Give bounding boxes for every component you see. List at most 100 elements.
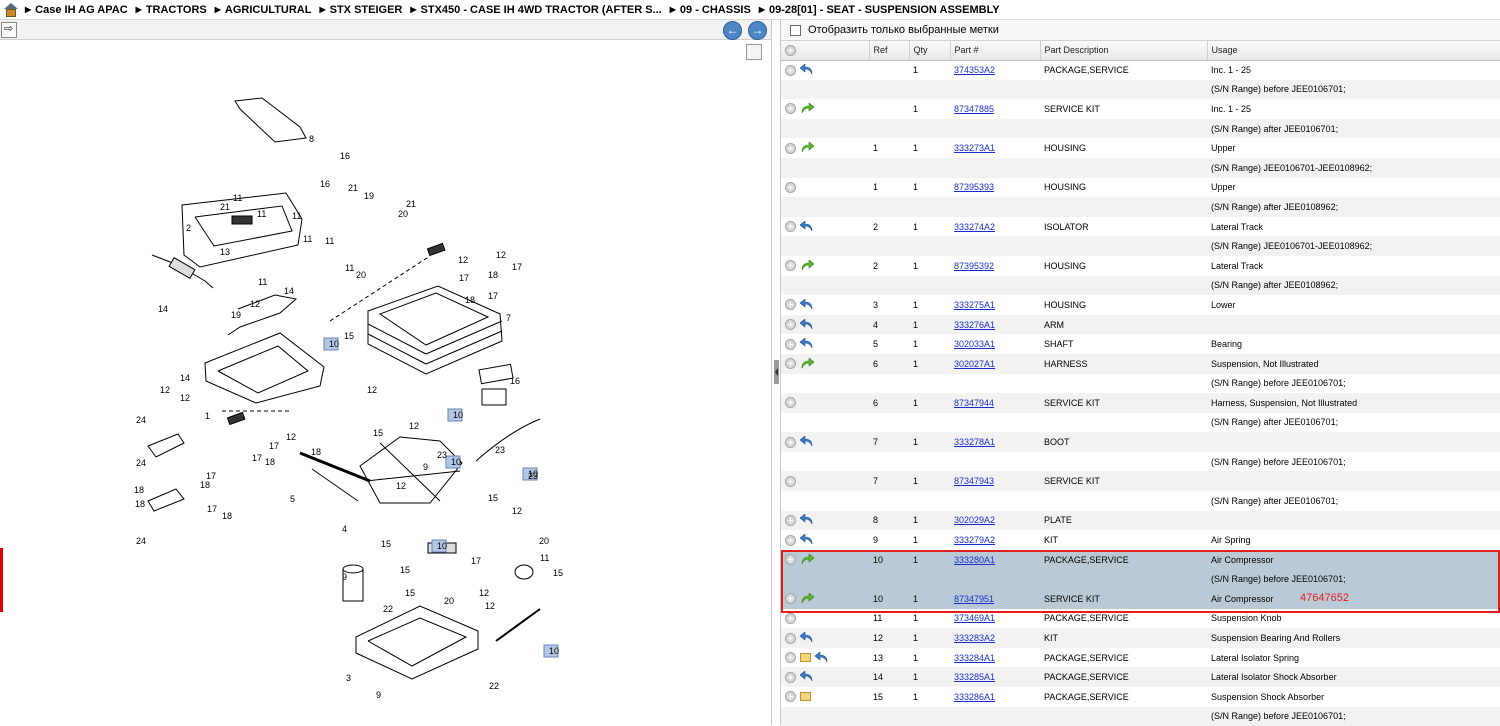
part-number-link[interactable]: 302027A1 bbox=[954, 358, 996, 369]
part-number-link[interactable]: 333286A1 bbox=[954, 691, 996, 702]
callout-label[interactable]: 21 bbox=[406, 199, 416, 209]
callout-label[interactable]: 22 bbox=[489, 681, 499, 691]
back-arrow-icon[interactable] bbox=[800, 436, 814, 448]
add-to-cart-icon[interactable] bbox=[785, 397, 796, 409]
add-to-cart-icon[interactable] bbox=[785, 671, 796, 683]
callout-label[interactable]: 17 bbox=[252, 453, 262, 463]
table-row[interactable]: (S/N Range) after JEE0108962; bbox=[781, 197, 1500, 217]
add-to-cart-icon[interactable] bbox=[785, 436, 796, 448]
callout-label[interactable]: 12 bbox=[496, 250, 506, 260]
callout-label[interactable]: 12 bbox=[396, 481, 406, 491]
callout-highlight-box[interactable] bbox=[522, 467, 538, 481]
back-arrow-icon[interactable] bbox=[800, 632, 814, 644]
add-to-cart-icon[interactable] bbox=[785, 103, 796, 115]
collapse-handle[interactable] bbox=[774, 360, 779, 384]
back-arrow-icon[interactable] bbox=[800, 220, 814, 233]
callout-label[interactable]: 18 bbox=[222, 511, 232, 521]
column-part[interactable]: Part # bbox=[950, 41, 1041, 61]
row-actions-cell[interactable] bbox=[781, 471, 869, 492]
table-row[interactable]: (S/N Range) JEE0106701-JEE0108962; bbox=[781, 236, 1500, 256]
callout-label[interactable]: 8 bbox=[309, 134, 314, 144]
back-arrow-icon[interactable] bbox=[800, 298, 814, 311]
callout-label[interactable]: 12 bbox=[286, 432, 296, 442]
add-to-cart-icon[interactable] bbox=[785, 514, 796, 526]
add-to-cart-icon[interactable] bbox=[785, 181, 796, 193]
callout-label[interactable]: 19 bbox=[231, 310, 241, 320]
row-actions-cell[interactable] bbox=[781, 667, 869, 687]
add-to-cart-icon[interactable] bbox=[785, 691, 796, 703]
callout-label[interactable]: 12 bbox=[479, 588, 489, 598]
forward-arrow-icon[interactable] bbox=[800, 259, 814, 272]
part-number-link[interactable]: 333279A2 bbox=[954, 535, 996, 546]
callout-label[interactable]: 1 bbox=[205, 411, 210, 421]
callout-label[interactable]: 11 bbox=[257, 209, 266, 219]
callout-label[interactable]: 16 bbox=[510, 376, 520, 386]
row-actions-cell[interactable] bbox=[781, 647, 869, 668]
add-to-cart-icon[interactable] bbox=[785, 632, 796, 644]
row-actions-cell[interactable] bbox=[781, 706, 869, 726]
breadcrumb-label[interactable]: Case IH AG APAC bbox=[35, 3, 128, 16]
callout-label[interactable]: 18 bbox=[488, 270, 498, 280]
table-row[interactable]: (S/N Range) after JEE0108962; bbox=[781, 275, 1500, 296]
callout-label[interactable]: 15 bbox=[488, 493, 498, 503]
callout-label[interactable]: 11 bbox=[325, 236, 334, 246]
callout-label[interactable]: 20 bbox=[444, 596, 454, 606]
callout-label[interactable]: 12 bbox=[458, 255, 468, 265]
callout-label[interactable]: 19 bbox=[364, 191, 374, 201]
callout-label[interactable]: 11 bbox=[303, 234, 312, 244]
breadcrumb-label[interactable]: TRACTORS bbox=[145, 3, 207, 16]
row-actions-cell[interactable] bbox=[781, 353, 869, 374]
part-number-link[interactable]: 87395392 bbox=[954, 260, 995, 271]
table-row[interactable]: (S/N Range) before JEE0106701; bbox=[781, 706, 1500, 726]
column-qty[interactable]: Qty bbox=[909, 41, 951, 61]
callout-label[interactable]: 15 bbox=[400, 565, 410, 575]
row-actions-cell[interactable] bbox=[781, 549, 869, 570]
callout-label[interactable]: 7 bbox=[506, 313, 511, 323]
callout-label[interactable]: 18 bbox=[200, 480, 210, 490]
callout-label[interactable]: 23 bbox=[528, 471, 538, 481]
row-actions-cell[interactable] bbox=[781, 157, 869, 178]
row-actions-cell[interactable] bbox=[781, 393, 869, 413]
callout-label[interactable]: 13 bbox=[220, 247, 230, 257]
callout-label[interactable]: 17 bbox=[471, 556, 481, 566]
row-actions-cell[interactable] bbox=[781, 197, 869, 217]
add-to-cart-icon[interactable] bbox=[785, 593, 796, 605]
column-description[interactable]: Part Description bbox=[1040, 41, 1208, 61]
callout-label[interactable]: 10 bbox=[528, 469, 538, 479]
show-selected-only-label[interactable]: Отобразить только выбранные метки bbox=[808, 24, 999, 36]
callout-highlight-box[interactable] bbox=[543, 644, 559, 658]
back-arrow-icon[interactable] bbox=[800, 514, 814, 526]
forward-arrow-icon[interactable] bbox=[800, 592, 814, 605]
back-arrow-icon[interactable] bbox=[800, 318, 814, 331]
row-actions-cell[interactable] bbox=[781, 255, 869, 276]
previous-page-button[interactable]: ← bbox=[723, 21, 742, 40]
part-number-link[interactable]: 333283A2 bbox=[954, 633, 996, 644]
part-number-link[interactable]: 333280A1 bbox=[954, 554, 996, 565]
callout-label[interactable]: 20 bbox=[356, 270, 366, 280]
part-number-link[interactable]: 333273A1 bbox=[954, 143, 996, 154]
back-arrow-icon[interactable] bbox=[800, 534, 814, 546]
export-icon[interactable] bbox=[1, 22, 17, 38]
callout-label[interactable]: 24 bbox=[136, 415, 146, 425]
forward-arrow-icon[interactable] bbox=[800, 357, 814, 370]
callout-label[interactable]: 18 bbox=[465, 295, 475, 305]
callout-label[interactable]: 23 bbox=[437, 450, 447, 460]
callout-highlight-box[interactable] bbox=[431, 539, 447, 553]
callout-label[interactable]: 14 bbox=[158, 304, 168, 314]
row-actions-cell[interactable] bbox=[781, 373, 869, 394]
table-row[interactable]: (S/N Range) after JEE0106701; bbox=[781, 118, 1500, 139]
row-actions-cell[interactable] bbox=[781, 687, 869, 707]
row-actions-cell[interactable] bbox=[781, 236, 869, 256]
add-to-cart-icon[interactable] bbox=[785, 338, 796, 350]
part-number-link[interactable]: 87395393 bbox=[954, 182, 995, 193]
part-number-link[interactable]: 87347943 bbox=[954, 476, 995, 487]
callout-label[interactable]: 18 bbox=[135, 499, 145, 509]
callout-label[interactable]: 12 bbox=[367, 385, 377, 395]
